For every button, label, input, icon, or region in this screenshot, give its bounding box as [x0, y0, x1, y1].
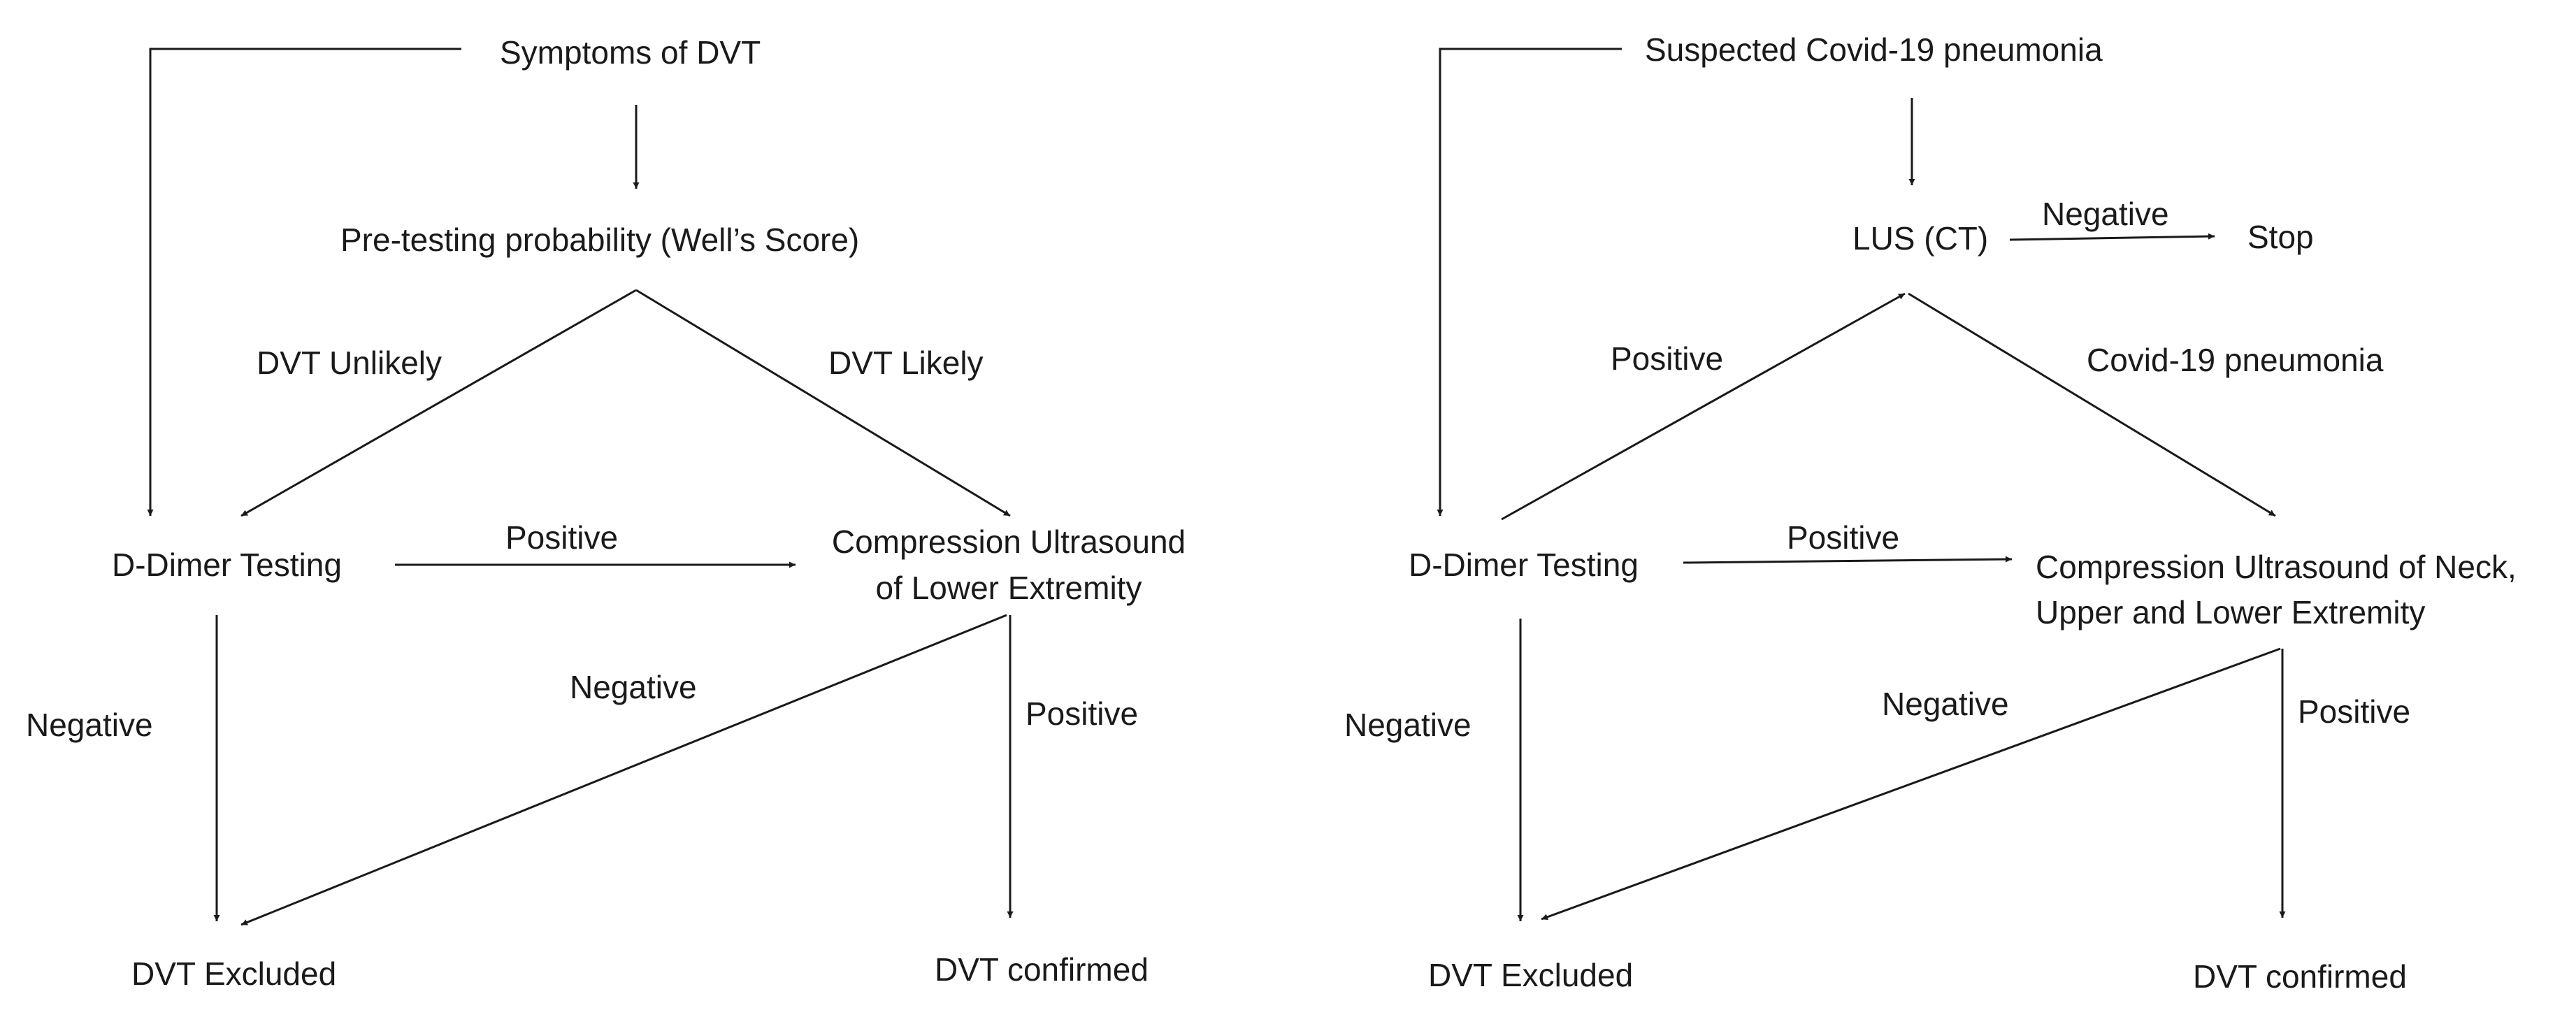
edge-label-positive-ddimer: Positive — [505, 519, 619, 556]
node-compression-ultrasound-line2: of Lower Extremity — [875, 570, 1142, 606]
arrow-cus-to-excluded — [1541, 647, 2281, 921]
arrow-pretest-to-ddimer — [240, 289, 637, 517]
node-stop: Stop — [2247, 219, 2314, 255]
node-ddimer-testing: D-Dimer Testing — [112, 547, 342, 583]
node-dvt-confirmed: DVT confirmed — [935, 951, 1149, 988]
edge-label-covid-pneumonia: Covid-19 pneumonia — [2087, 342, 2384, 378]
edge-label-negative-ddimer-right: Negative — [1344, 707, 1472, 743]
edge-label-dvt-likely: DVT Likely — [828, 345, 984, 381]
node-compression-ultrasound-right-line2: Upper and Lower Extremity — [2036, 594, 2426, 630]
arrow-lus-to-cus — [1908, 292, 2276, 517]
arrow-cus-to-excluded — [240, 614, 1007, 926]
node-symptoms-of-dvt: Symptoms of DVT — [500, 34, 761, 71]
node-compression-ultrasound-right-line1: Compression Ultrasound of Neck, — [2036, 549, 2517, 585]
node-suspected-covid-pneumonia: Suspected Covid-19 pneumonia — [1645, 31, 2103, 68]
node-lus-ct: LUS (CT) — [1852, 220, 1989, 257]
arrow-ddimer-to-lus — [1501, 292, 1906, 521]
arrow-symptoms-to-ddimer — [147, 48, 461, 516]
edge-label-positive-cus-right: Positive — [2298, 693, 2411, 730]
edge-label-negative-ddimer: Negative — [26, 707, 153, 743]
node-ddimer-testing-right: D-Dimer Testing — [1409, 547, 1639, 583]
node-pretest-probability: Pre-testing probability (Well’s Score) — [340, 222, 860, 258]
edge-label-negative-cus: Negative — [570, 669, 697, 705]
edge-label-negative-cus-right: Negative — [1882, 686, 2009, 722]
node-dvt-confirmed-right: DVT confirmed — [2193, 958, 2407, 995]
edge-label-negative-lus: Negative — [2042, 196, 2169, 232]
node-dvt-excluded-right: DVT Excluded — [1428, 957, 1634, 993]
edge-label-positive-to-lus: Positive — [1611, 340, 1724, 377]
arrow-lus-to-stop — [2009, 233, 2215, 241]
arrow-pretest-to-cus — [635, 289, 1011, 517]
edge-label-positive-ddimer-right: Positive — [1787, 519, 1900, 556]
node-compression-ultrasound-line1: Compression Ultrasound — [831, 524, 1186, 560]
node-dvt-excluded: DVT Excluded — [131, 956, 337, 992]
arrow-ddimer-to-cus — [1683, 556, 2013, 564]
arrow-suspected-to-ddimer — [1437, 48, 1622, 516]
edge-label-dvt-unlikely: DVT Unlikely — [257, 345, 442, 381]
edge-label-positive-cus: Positive — [1026, 695, 1139, 732]
